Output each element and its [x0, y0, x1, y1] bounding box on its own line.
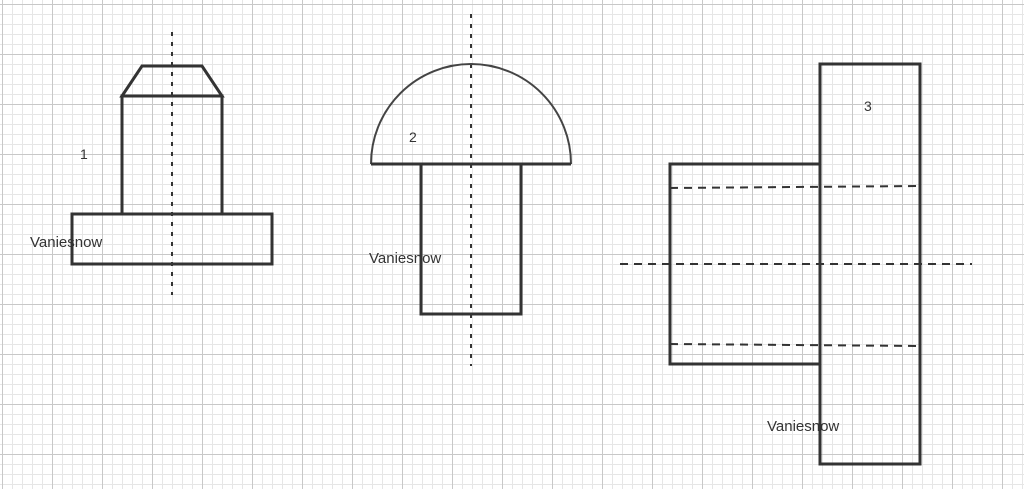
figure-2-dome [370, 63, 572, 165]
figure-3: 3 Vaniesnow [620, 62, 972, 466]
figure-1-chamfer [119, 64, 225, 98]
figure-3-number: 3 [864, 98, 872, 114]
figure-2: 2 Vaniesnow [369, 14, 572, 366]
figure-2-shank [419, 162, 523, 316]
figure-2-number: 2 [409, 129, 417, 145]
figure-2-watermark: Vaniesnow [369, 250, 441, 267]
figure-3-watermark: Vaniesnow [767, 418, 839, 435]
figure-1-watermark: Vaniesnow [30, 234, 102, 251]
figure-1: 1 Vaniesnow [30, 32, 274, 295]
figure-1-number: 1 [80, 146, 88, 162]
